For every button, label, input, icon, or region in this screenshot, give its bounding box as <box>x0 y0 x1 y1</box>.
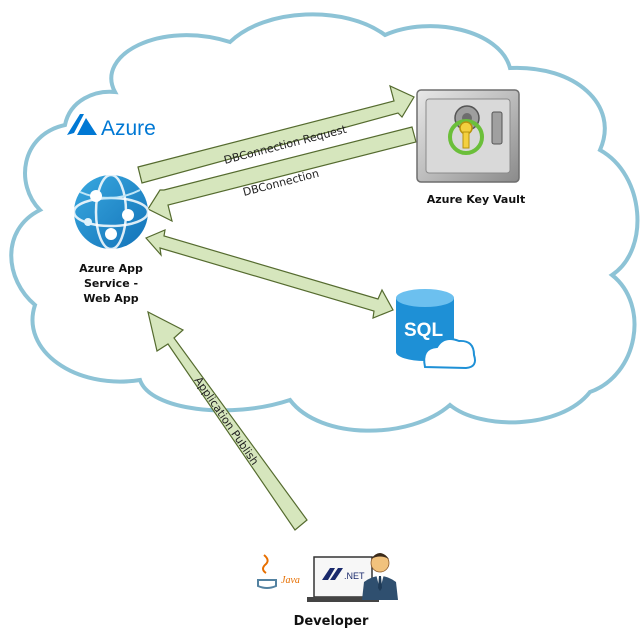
azure-logo: Azure <box>67 114 156 140</box>
java-label: Java <box>281 575 300 586</box>
arrow-publish-shape <box>147 310 308 531</box>
arrow-request-shape <box>137 84 415 184</box>
azure-logo-text: Azure <box>101 117 156 140</box>
developer-label: Developer <box>293 614 369 629</box>
arrow-response-shape <box>147 126 417 223</box>
web-app-label-line1: Azure App <box>79 262 143 275</box>
key-vault-label: Azure Key Vault <box>426 193 526 206</box>
web-app-label-line2: Service - <box>83 277 139 290</box>
net-laptop-icon: .NET <box>307 556 379 602</box>
arrow-sql-shape <box>144 229 394 319</box>
arrow-webapp-sql <box>144 229 394 319</box>
java-icon: Java <box>257 554 300 589</box>
azure-logo-icon <box>67 114 97 135</box>
web-app-globe-icon <box>72 173 150 251</box>
key-vault-safe-icon <box>416 89 520 183</box>
web-app-label-line3: Web App <box>83 292 139 305</box>
sql-label: SQL <box>404 320 443 341</box>
developer-person-icon <box>362 553 398 600</box>
sql-database-icon: SQL <box>396 289 476 370</box>
net-label: .NET <box>344 571 365 581</box>
web-app-label: Azure App Service - Web App <box>66 261 156 306</box>
